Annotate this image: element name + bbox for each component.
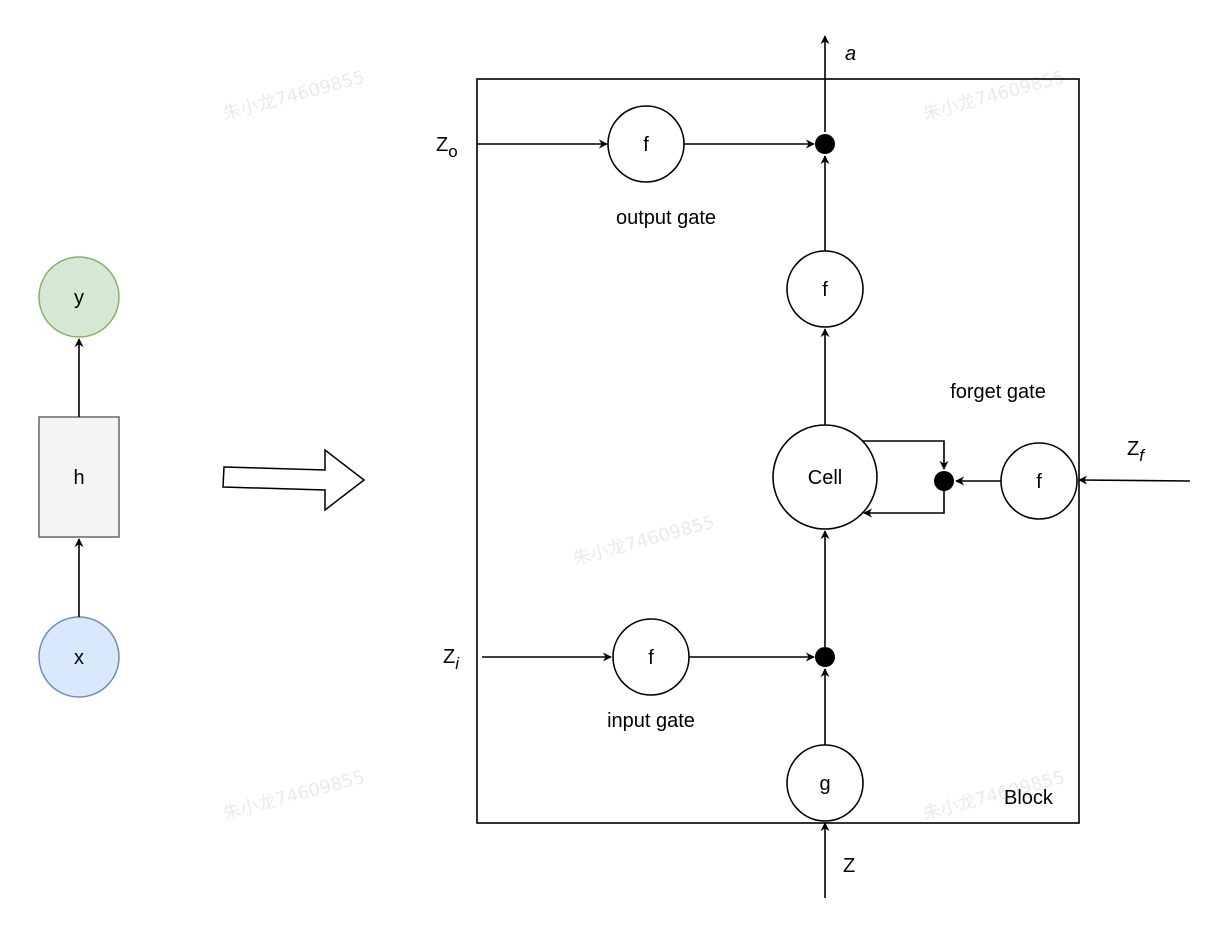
- output-gate-label: output gate: [616, 207, 716, 229]
- watermark-text: 朱小龙74609855: [921, 67, 1067, 125]
- lstm-block: Block a Zo f output gate f Cell forget g…: [436, 35, 1191, 898]
- z-input-label: Z: [843, 855, 855, 877]
- forget-multiply-dot: [934, 471, 954, 491]
- forget-gate-activation: f: [1036, 471, 1042, 493]
- z-i-base: Z: [443, 646, 455, 668]
- output-a-label: a: [845, 43, 856, 65]
- z-o-sub: o: [448, 142, 457, 161]
- cell-memory-loop-in: [863, 491, 945, 518]
- rnn-diagram: y h x: [38, 256, 120, 698]
- cell-memory-loop-out: [862, 440, 949, 470]
- output-activation-label: f: [822, 279, 828, 301]
- output-multiply-dot: [815, 134, 835, 154]
- transform-arrow: [222, 448, 366, 512]
- cell-label: Cell: [808, 467, 842, 489]
- input-activation-label: g: [819, 773, 830, 795]
- input-gate-activation: f: [648, 647, 654, 669]
- watermark-text: 朱小龙74609855: [221, 67, 367, 125]
- z-f-label: Zf: [1127, 438, 1146, 465]
- watermark-text: 朱小龙74609855: [571, 512, 717, 570]
- forget-gate-label: forget gate: [950, 381, 1046, 403]
- z-i-sub: i: [455, 654, 460, 673]
- output-gate-activation: f: [643, 134, 649, 156]
- rnn-output-node: [38, 256, 120, 338]
- input-multiply-dot: [815, 647, 835, 667]
- watermark-text: 朱小龙74609855: [221, 767, 367, 825]
- rnn-hidden-label: h: [73, 467, 84, 489]
- z-f-sub: f: [1139, 446, 1146, 465]
- block-label: Block: [1004, 787, 1054, 809]
- input-gate-label: input gate: [607, 710, 695, 732]
- rnn-input-label: x: [74, 647, 84, 669]
- rnn-output-label: y: [74, 287, 84, 309]
- z-f-base: Z: [1127, 438, 1139, 460]
- z-f-arrow: [1078, 475, 1191, 485]
- block-border: [476, 78, 1080, 824]
- z-o-label: Zo: [436, 134, 458, 161]
- z-o-base: Z: [436, 134, 448, 156]
- z-i-label: Zi: [443, 646, 460, 673]
